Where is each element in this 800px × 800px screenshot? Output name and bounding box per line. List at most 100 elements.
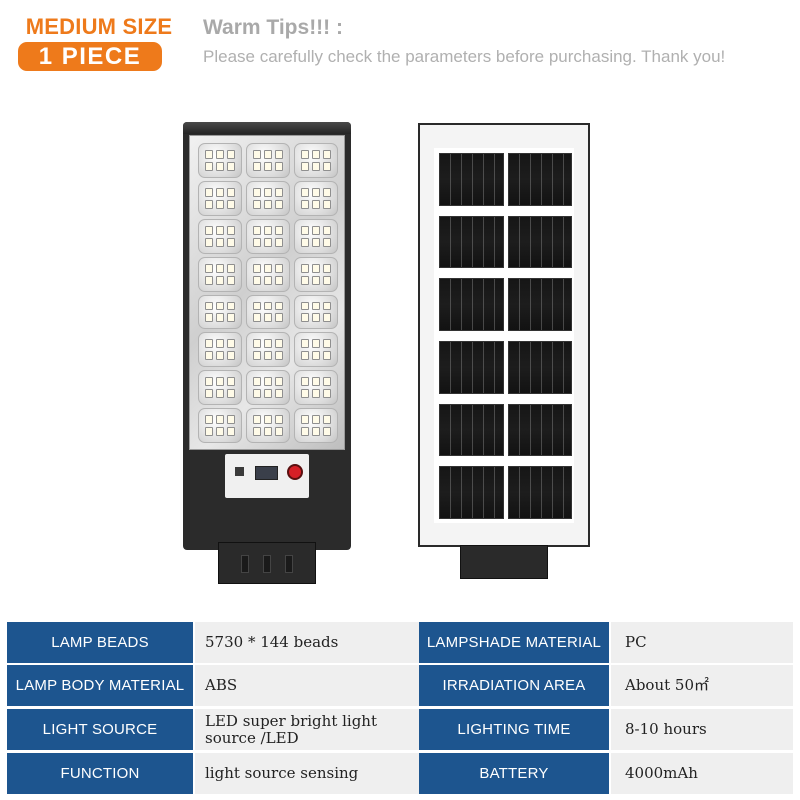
led-module-icon bbox=[198, 294, 242, 330]
led-chip bbox=[323, 351, 331, 361]
led-chip bbox=[205, 427, 213, 436]
led-chip bbox=[312, 377, 320, 387]
spec-table: LAMP BEADS 5730 * 144 beads LAMPSHADE MA… bbox=[7, 622, 793, 794]
led-module-icon bbox=[294, 256, 338, 292]
led-module-icon bbox=[294, 332, 338, 368]
spec-value: 8-10 hours bbox=[611, 709, 793, 750]
led-chip bbox=[275, 150, 283, 159]
led-chip bbox=[253, 150, 261, 159]
led-chip bbox=[301, 339, 309, 349]
led-chip bbox=[312, 199, 320, 209]
led-module-icon bbox=[294, 143, 338, 178]
led-chip bbox=[312, 161, 320, 171]
led-chip bbox=[205, 351, 213, 361]
led-chip bbox=[205, 389, 213, 399]
led-chip bbox=[323, 427, 331, 436]
led-chip bbox=[205, 237, 213, 247]
led-chip bbox=[301, 377, 309, 387]
led-chip bbox=[264, 161, 272, 171]
lamp-back-mount bbox=[460, 545, 548, 579]
led-module-icon bbox=[246, 218, 290, 254]
led-module-icon bbox=[198, 256, 242, 292]
led-chip bbox=[312, 301, 320, 311]
led-chip bbox=[205, 161, 213, 171]
led-chip bbox=[301, 199, 309, 209]
led-module-icon bbox=[294, 180, 338, 216]
quantity-badge: 1 PIECE bbox=[18, 42, 162, 71]
lamp-front-image bbox=[183, 122, 351, 550]
led-chip bbox=[227, 199, 235, 209]
led-chip bbox=[264, 389, 272, 399]
led-module-icon bbox=[246, 180, 290, 216]
led-chip bbox=[323, 415, 331, 425]
led-chip bbox=[205, 263, 213, 273]
led-chip bbox=[323, 389, 331, 399]
led-chip bbox=[253, 301, 261, 311]
led-chip bbox=[301, 187, 309, 197]
led-chip bbox=[253, 351, 261, 361]
led-chip bbox=[216, 389, 224, 399]
led-chip bbox=[275, 389, 283, 399]
led-chip bbox=[301, 150, 309, 159]
led-chip bbox=[275, 301, 283, 311]
led-chip bbox=[216, 161, 224, 171]
led-module-icon bbox=[198, 332, 242, 368]
led-chip bbox=[312, 313, 320, 323]
led-chip bbox=[301, 275, 309, 285]
led-chip bbox=[205, 339, 213, 349]
led-chip bbox=[275, 187, 283, 197]
led-chip bbox=[312, 275, 320, 285]
led-chip bbox=[253, 427, 261, 436]
led-chip bbox=[312, 351, 320, 361]
led-chip bbox=[264, 351, 272, 361]
led-chip bbox=[205, 301, 213, 311]
spec-value: 4000mAh bbox=[611, 753, 793, 794]
led-chip bbox=[264, 275, 272, 285]
led-chip bbox=[264, 225, 272, 235]
led-chip bbox=[275, 427, 283, 436]
led-chip bbox=[301, 263, 309, 273]
sensor-icon bbox=[235, 467, 244, 476]
power-button-icon bbox=[287, 464, 303, 480]
led-chip bbox=[312, 427, 320, 436]
led-chip bbox=[216, 263, 224, 273]
led-chip bbox=[205, 187, 213, 197]
led-chip bbox=[253, 389, 261, 399]
size-title: MEDIUM SIZE bbox=[25, 14, 173, 39]
led-chip bbox=[275, 237, 283, 247]
led-chip bbox=[216, 415, 224, 425]
led-chip bbox=[323, 313, 331, 323]
spec-key: LAMPSHADE MATERIAL bbox=[419, 622, 609, 663]
led-chip bbox=[275, 263, 283, 273]
led-module-icon bbox=[198, 370, 242, 406]
led-chip bbox=[253, 339, 261, 349]
led-chip bbox=[216, 339, 224, 349]
led-chip bbox=[323, 377, 331, 387]
led-module-icon bbox=[198, 408, 242, 443]
led-chip bbox=[301, 301, 309, 311]
solar-panel-icon bbox=[434, 148, 574, 523]
solar-cell bbox=[439, 403, 504, 457]
spec-value: LED super bright light source /LED bbox=[195, 709, 419, 750]
led-module-icon bbox=[198, 143, 242, 178]
led-chip bbox=[301, 161, 309, 171]
led-chip bbox=[301, 427, 309, 436]
led-chip bbox=[227, 415, 235, 425]
tips-title: Warm Tips!!! : bbox=[203, 16, 343, 39]
led-chip bbox=[312, 389, 320, 399]
led-chip bbox=[264, 199, 272, 209]
lamp-top-strip bbox=[183, 122, 351, 134]
solar-cell bbox=[507, 153, 572, 206]
led-chip bbox=[323, 339, 331, 349]
led-chip bbox=[216, 199, 224, 209]
led-chip bbox=[253, 161, 261, 171]
led-chip bbox=[275, 225, 283, 235]
led-chip bbox=[301, 415, 309, 425]
led-chip bbox=[312, 150, 320, 159]
led-chip bbox=[205, 275, 213, 285]
mount-slot bbox=[285, 555, 293, 573]
spec-row: FUNCTION light source sensing BATTERY 40… bbox=[7, 753, 793, 794]
led-grid bbox=[198, 143, 338, 443]
mount-slot bbox=[263, 555, 271, 573]
spec-value: 5730 * 144 beads bbox=[195, 622, 419, 663]
